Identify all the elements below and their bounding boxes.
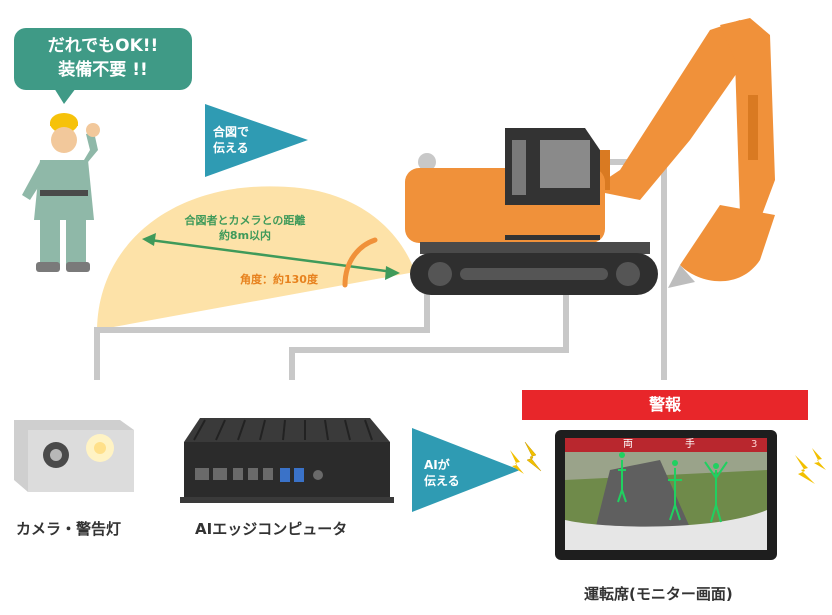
monitor-caption: 運転席(モニター画面) (584, 585, 733, 603)
monitor-header-right: 3 (751, 439, 758, 450)
ai-line-2: 伝える (424, 474, 460, 488)
lightning-icon (510, 441, 542, 474)
speech-line-2: 装備不要 !! (58, 60, 148, 80)
monitor-header-center: 手 (685, 439, 695, 450)
signal-person (22, 113, 100, 272)
driver-monitor (555, 430, 777, 560)
signal-arrow-label: 合図で 伝える (213, 124, 249, 156)
signal-arrow-shape (205, 104, 308, 177)
distance-line-2: 約8m以内 (218, 229, 272, 242)
computer-caption: AIエッジコンピュータ (195, 520, 348, 538)
ai-line-1: AIが (424, 458, 450, 472)
monitor-header: 両 手 3 (565, 438, 767, 452)
camera-caption: カメラ・警告灯 (16, 520, 122, 538)
speech-bubble-text: だれでもOK!! 装備不要 !! (14, 34, 192, 82)
alarm-banner: 警報 (648, 395, 681, 414)
cable-joint (418, 153, 436, 171)
ai-arrow-label: AIが 伝える (424, 457, 460, 489)
distance-line-1: 合図者とカメラとの距離 (184, 214, 306, 227)
speech-bubble (14, 28, 192, 104)
angle-arc (342, 237, 378, 288)
camera-warning-light (14, 420, 134, 492)
angle-label: 角度：約130度 (240, 273, 318, 286)
alarm-banner-bg (522, 390, 808, 420)
signal-line-2: 伝える (213, 141, 249, 155)
monitor-header-left: 両 (623, 439, 633, 450)
ai-edge-computer (180, 418, 394, 503)
signal-line-1: 合図で (213, 125, 250, 139)
speech-line-1: だれでもOK!! (47, 36, 159, 56)
distance-label: 合図者とカメラとの距離 約8m以内 (165, 213, 325, 243)
excavator (405, 18, 775, 295)
lightning-icon (795, 448, 826, 484)
ai-arrow-shape (412, 428, 520, 512)
camera-range-sector (97, 186, 415, 330)
distance-arrow (142, 233, 400, 280)
